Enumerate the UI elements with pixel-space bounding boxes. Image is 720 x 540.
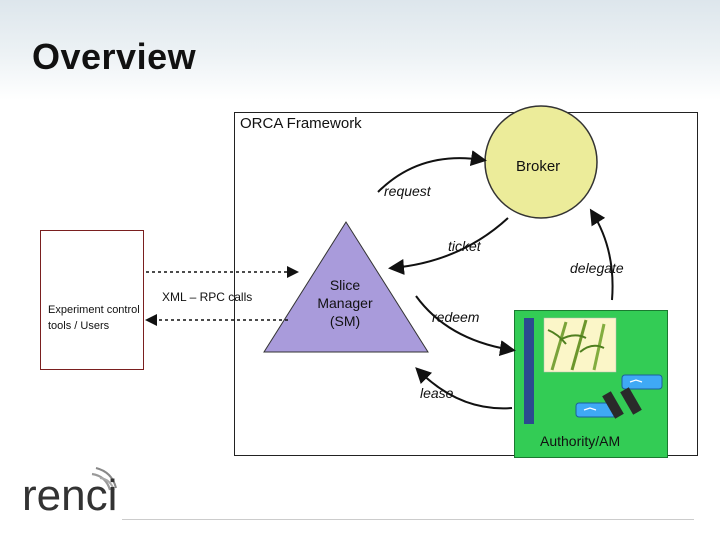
request-label: request (384, 183, 431, 199)
redeem-label: redeem (432, 309, 480, 325)
lease-label: lease (420, 385, 454, 401)
xml-rpc-label: XML – RPC calls (162, 290, 253, 304)
broker-label: Broker (516, 158, 561, 175)
network-switch-icon (575, 374, 663, 419)
renci-logo-mark (91, 467, 117, 491)
footer-divider (122, 519, 694, 520)
slide-title: Overview (32, 36, 197, 77)
authority-accent-bar (524, 318, 534, 424)
delegate-arrow (589, 208, 614, 301)
slice-manager-label: Slice Manager (SM) (305, 276, 385, 330)
bamboo-image (543, 317, 617, 373)
lease-arrow (415, 367, 513, 410)
ticket-arrow (388, 217, 509, 275)
renci-logo: renci (22, 471, 117, 520)
ticket-label: ticket (448, 238, 481, 254)
framework-title: ORCA Framework (240, 115, 362, 132)
redeem-arrow (415, 295, 516, 357)
request-arrow (377, 150, 487, 193)
sm-label-line-3: (SM) (329, 313, 361, 329)
slice-manager-node (263, 221, 429, 353)
sm-label-line-2: Manager (317, 295, 373, 311)
delegate-label: delegate (570, 260, 624, 276)
header-band (0, 0, 720, 100)
users-label: Experiment control tools / Users (48, 304, 140, 332)
authority-label: Authority/AM (540, 433, 621, 449)
users-box (40, 230, 144, 370)
sm-label-line-1: Slice (329, 277, 361, 293)
